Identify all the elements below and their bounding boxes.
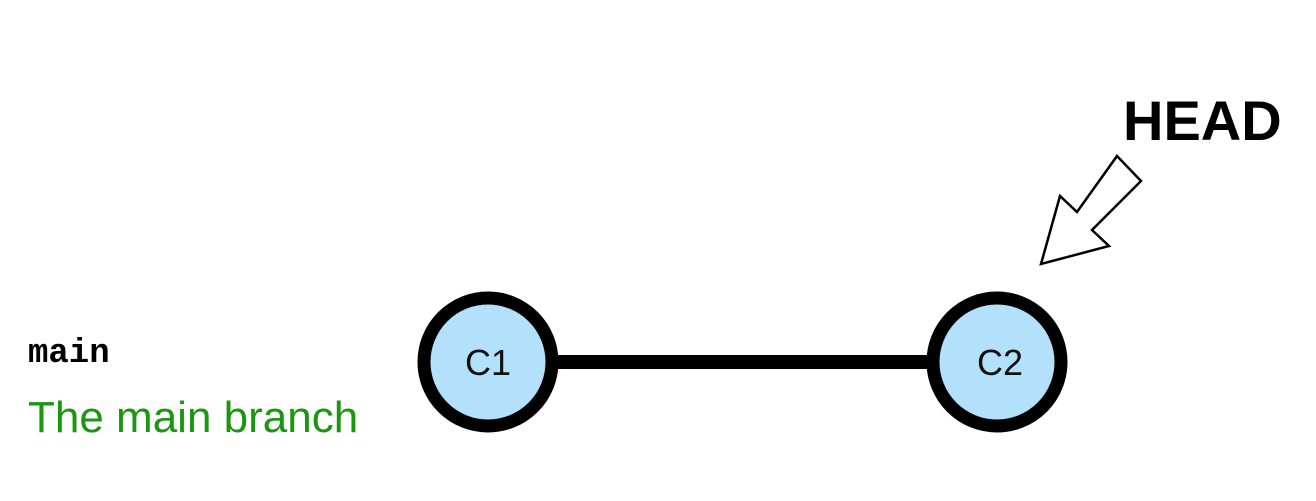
commit-label: C2 [977,342,1023,383]
branch-name: main [28,335,110,373]
head-label: HEAD [1123,89,1282,152]
commit-label: C1 [465,342,511,383]
commit-node-c1: C1 [417,291,559,433]
hollow-arrow-icon [1039,154,1143,266]
commit-node-c2: C2 [926,291,1068,433]
branch-description: The main branch [28,393,359,442]
commit-circle [926,291,1068,433]
commit-circle [417,291,559,433]
